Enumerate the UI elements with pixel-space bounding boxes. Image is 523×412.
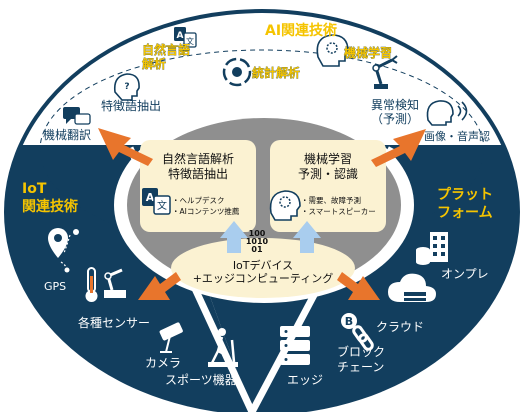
bike-machine-icon: [208, 328, 238, 367]
iot-camera-label: カメラ: [145, 356, 181, 370]
building-server-icon: [416, 232, 448, 265]
cloud-icon: [388, 273, 436, 302]
thermometer-icon: [85, 267, 98, 302]
orange-arrows: [98, 128, 426, 300]
platform-blockchain-label: ブロックチェーン: [337, 344, 385, 374]
stats-cycle-icon: [222, 57, 252, 87]
ai-ml-label: 機械学習: [344, 45, 392, 60]
translate-icon: A 文: [174, 27, 197, 48]
ai-translation-label: 機械翻訳: [43, 127, 91, 142]
svg-text:B: B: [345, 315, 353, 328]
iot-box-title: IoTデバイス+エッジコンピューティング: [193, 258, 334, 285]
platform-section: B: [280, 232, 448, 365]
ai-media-label: 画像・音声認: [424, 129, 490, 143]
ai-section: A 文 ?: [63, 27, 468, 126]
iot-section: [48, 228, 238, 367]
iot-ring-segment: [4, 145, 252, 412]
svg-text:A: A: [177, 31, 184, 41]
svg-text:文: 文: [157, 199, 167, 212]
machine-icon: [104, 268, 126, 298]
blue-arrow-right: [293, 221, 321, 253]
camera-icon: [159, 322, 183, 353]
platform-cloud-label: クラウド: [376, 320, 424, 334]
center-translate-icon: A 文: [142, 188, 171, 215]
iot-gps-label: GPS: [44, 280, 66, 293]
svg-text:文: 文: [186, 36, 194, 46]
orange-arrow-ai-left: [98, 128, 153, 166]
edge-server-icon: [280, 326, 310, 365]
platform-onprem-label: オンプレ: [441, 267, 489, 281]
svg-text:?: ?: [124, 82, 129, 92]
blue-arrow-left: [220, 221, 248, 253]
head-question-icon: ?: [113, 73, 140, 101]
platform-section-title: プラットフォーム: [437, 187, 493, 221]
svg-text:A: A: [146, 191, 155, 204]
orange-arrow-platform: [337, 272, 380, 300]
nlp-box-title: 自然言語解析特徴語抽出: [162, 151, 234, 181]
ai-feature-label: 特徴語抽出: [101, 98, 161, 113]
iot-sensors-label: 各種センサー: [78, 315, 150, 330]
ai-stats-label: 統計解析: [252, 65, 300, 80]
ml-box-title: 機械学習予測・認識: [298, 151, 358, 181]
center-brain-icon: [269, 190, 301, 221]
ai-anomaly-label: 異常検知（予測）: [371, 98, 419, 126]
platform-edge-label: エッジ: [287, 373, 323, 387]
iot-sports-label: スポーツ機器: [165, 372, 237, 387]
bitcoin-chain-icon: B: [341, 313, 374, 351]
ai-section-title: AI関連技術: [265, 22, 337, 39]
ai-nlp-label: 自然言語解析: [142, 42, 190, 71]
gps-pin-icon: [48, 228, 79, 273]
face-voice-icon: [426, 100, 468, 126]
chat-bubbles-icon: [63, 107, 91, 125]
orange-arrow-iot: [138, 272, 181, 300]
nlp-box-bullets: ・ヘルプデスク・AIコンテンツ推薦: [172, 195, 240, 216]
ai-ring-segment: [18, 9, 506, 145]
brain-gear-icon: [316, 34, 349, 67]
orange-arrow-ai-right: [371, 129, 426, 167]
ml-box-bullets: ・需要、故障予測・スマートスピーカー: [301, 195, 376, 216]
robot-arm-icon: [372, 55, 398, 89]
ml-box: [270, 140, 386, 232]
